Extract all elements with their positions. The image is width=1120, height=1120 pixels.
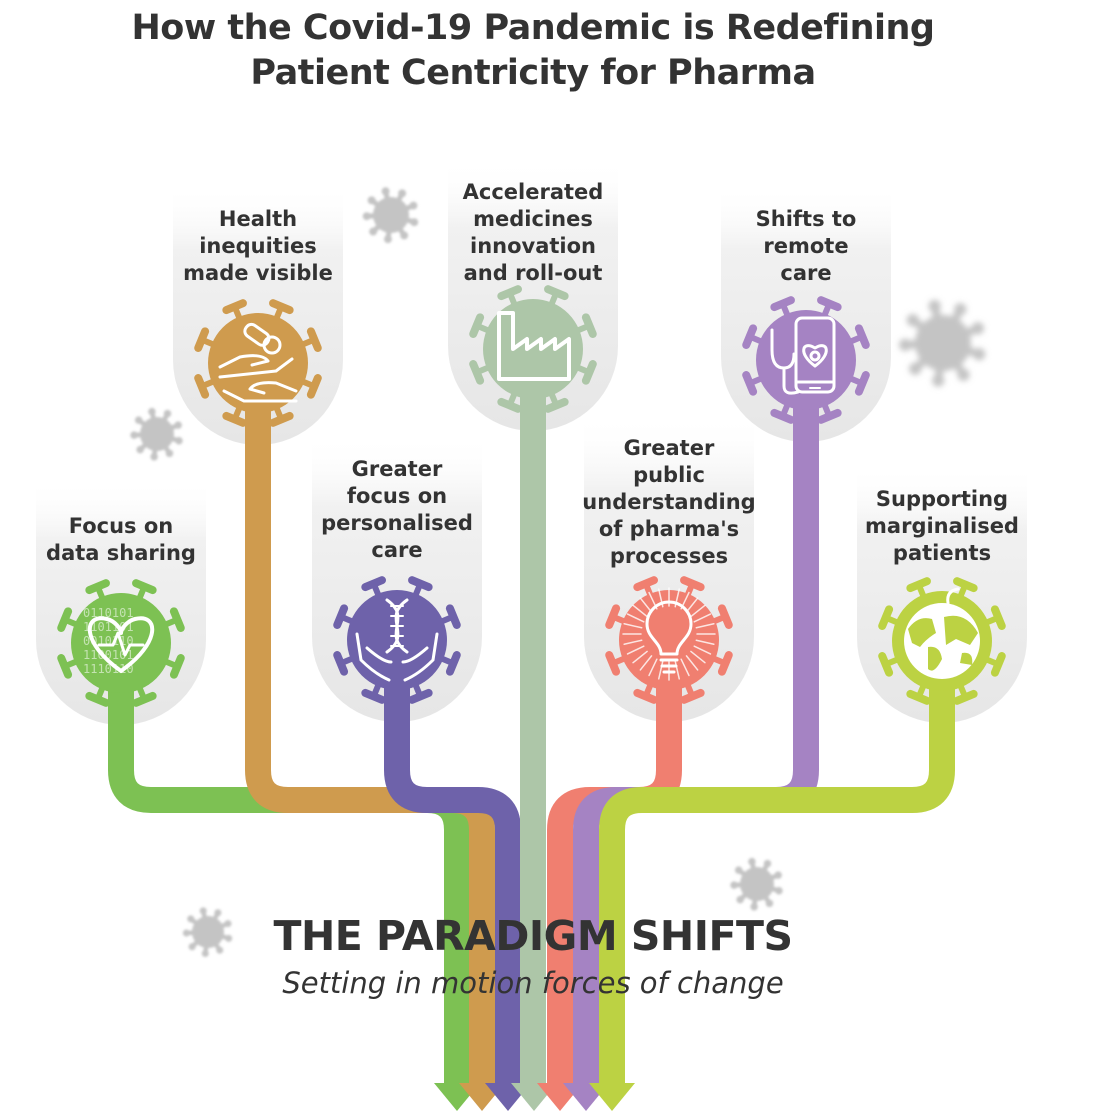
background-virus-icons (130, 187, 986, 957)
svg-text:1100101: 1100101 (83, 648, 134, 662)
shift-label-line: personalised (321, 511, 473, 535)
shift-badge (742, 296, 870, 424)
shift-badge (878, 577, 1006, 705)
shift-label: Health inequities made visible (163, 206, 353, 287)
shift-label: Focus on data sharing (26, 513, 216, 567)
shift-label-line: Greater (351, 457, 443, 481)
shift-label: Shifts to remote care (711, 206, 901, 287)
phone-stethoscope-icon (770, 316, 836, 395)
shift-badge (194, 299, 322, 427)
shift-label-line: made visible (183, 261, 333, 285)
shift-label: Greater public understanding of pharma's pro… (574, 435, 764, 570)
lightbulb-icon (622, 587, 716, 681)
shift-badge (469, 285, 597, 413)
shift-label-line: Supporting (875, 487, 1009, 511)
globe-icon (904, 587, 980, 679)
shift-label-line: remote (763, 234, 849, 258)
paradigm-shifts-subheadline: Setting in motion forces of change (282, 966, 784, 1000)
branch-arrow (589, 1083, 635, 1111)
shift-label: Greater focus on personalised care (302, 456, 492, 564)
shift-label-line: care (780, 261, 832, 285)
shift-badge (605, 576, 733, 704)
shift-label-line: medicines (473, 207, 593, 231)
branch-line (245, 363, 495, 1085)
shift-label-line: Accelerated (462, 180, 604, 204)
dna-hands-icon (355, 598, 439, 682)
hands-pills-icon (218, 322, 298, 403)
shift-label: Supporting marginalised patients (847, 486, 1037, 567)
shift-label-line: and roll-out (463, 261, 603, 285)
branch-line (384, 640, 521, 1085)
paradigm-shifts-headline: THE PARADIGM SHIFTS (273, 912, 794, 960)
shift-label-line: understanding (582, 490, 756, 514)
shift-branches (108, 349, 955, 1111)
page-title-line-1: How the Covid-19 Pandemic is Redefining (131, 8, 935, 48)
shift-label-line: Health (218, 207, 298, 231)
shift-label-line: marginalised (865, 514, 1019, 538)
shift-label-line: public (633, 463, 705, 487)
shift-label-line: care (371, 538, 423, 562)
shift-label-line: focus on (346, 484, 448, 508)
branch-line (599, 641, 955, 1085)
shift-label-line: of pharma's (598, 517, 740, 541)
shift-label-line: Focus on (68, 514, 174, 538)
shift-label-line: Shifts to (755, 207, 857, 231)
page-title-line-2: Patient Centricity for Pharma (250, 53, 816, 93)
shift-badge (333, 576, 461, 704)
shift-label-line: Greater (623, 436, 715, 460)
svg-text:0110101: 0110101 (83, 606, 134, 620)
shift-label-line: innovation (470, 234, 596, 258)
shift-label-line: processes (609, 544, 729, 568)
shift-label-line: data sharing (46, 541, 196, 565)
factory-icon (497, 311, 571, 381)
shift-label: Accelerated medicines innovation and roll-o… (438, 179, 628, 287)
shift-label-line: patients (892, 541, 992, 565)
shift-label-line: inequities (199, 234, 317, 258)
